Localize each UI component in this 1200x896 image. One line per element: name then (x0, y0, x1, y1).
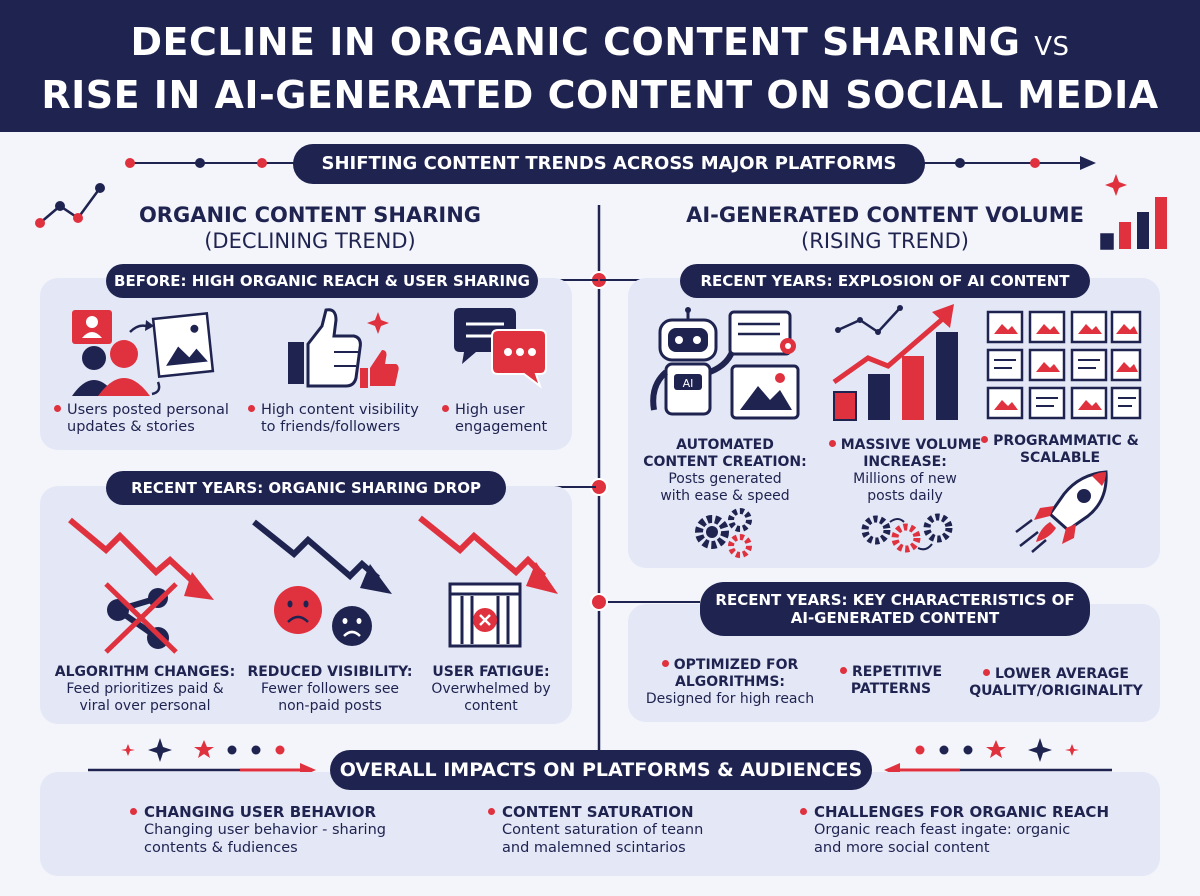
drop-item-2-title: REDUCED VISIBILITY: (247, 664, 413, 680)
characteristics-item-1: OPTIMIZED FOR ALGORITHMS: Designed for h… (640, 657, 820, 708)
explosion-item-1-desc1: Posts generated (668, 471, 782, 487)
gears-icon (695, 508, 752, 558)
right-column-title: AI-GENERATED CONTENT VOLUME (686, 203, 1084, 227)
explosion-item-3-title1: PROGRAMMATIC & (980, 433, 1140, 450)
drop-item-3-desc1: Overwhelmed by (431, 681, 551, 697)
drop-item-1-desc1: Feed prioritizes paid & (66, 681, 224, 697)
drop-item-2-desc2: non-paid posts (278, 698, 382, 714)
explosion-item-2-title1: MASSIVE VOLUME (820, 437, 990, 454)
timeline-dot (195, 158, 205, 168)
impact-item-3-title: CHALLENGES FOR ORGANIC REACH (814, 803, 1109, 821)
characteristics-item-1-desc: Designed for high reach (645, 691, 815, 707)
drop-item-3-desc2: content (464, 698, 518, 714)
trend-line-icon (35, 183, 105, 228)
drop-item-3-title: USER FATIGUE: (432, 664, 550, 680)
impact-item-1-title: CHANGING USER BEHAVIOR (144, 803, 377, 821)
robot-icon: AI (650, 307, 800, 420)
before-item-3-line2: engagement (455, 419, 548, 435)
explosion-item-1-title1: AUTOMATED (676, 437, 774, 453)
left-column-subtitle: (DECLINING TREND) (204, 229, 416, 253)
impact-item-3-desc1: Organic reach feast ingate: organic (814, 822, 1071, 838)
svg-text:AI: AI (683, 377, 694, 390)
drop-item-2-desc1: Fewer followers see (260, 681, 400, 697)
impact-item-2-title: CONTENT SATURATION (502, 803, 694, 821)
timeline-dot (955, 158, 965, 168)
explosion-item-1-title2: CONTENT CREATION: (643, 454, 807, 470)
timeline-dot (125, 158, 135, 168)
explosion-item-1-desc2: with ease & speed (660, 488, 790, 504)
impact-item-3: CHALLENGES FOR ORGANIC REACH Organic rea… (800, 803, 1140, 857)
drop-item-1-title: ALGORITHM CHANGES: (54, 664, 236, 680)
header: DECLINE IN ORGANIC CONTENT SHARING VS RI… (0, 0, 1200, 132)
right-connector (620, 601, 700, 603)
bar-chart-icon (1100, 174, 1167, 250)
timeline-dot (1030, 158, 1040, 168)
characteristics-item-3: LOWER AVERAGE QUALITY/ORIGINALITY (966, 666, 1146, 700)
characteristics-item-2: REPETITIVE PATTERNS (826, 664, 956, 698)
down-trend-arrow-icon (68, 517, 214, 654)
rocket-icon (1015, 470, 1108, 553)
before-item-1-line2: updates & stories (67, 419, 195, 435)
gears-icon (861, 513, 953, 553)
before-label: BEFORE: HIGH ORGANIC REACH & USER SHARIN… (106, 264, 538, 298)
impact-item-2-desc1: Content saturation of teann (502, 822, 704, 838)
impacts-decoration (88, 738, 1112, 777)
impact-item-3-desc2: and more social content (814, 840, 990, 856)
center-divider (580, 205, 620, 755)
impact-item-2-desc2: and malemned scintarios (502, 840, 686, 856)
impact-item-2: CONTENT SATURATION Content saturation of… (488, 803, 788, 857)
title-line-2: RISE IN AI-GENERATED CONTENT ON SOCIAL M… (41, 73, 1159, 117)
characteristics-item-1-title1: OPTIMIZED FOR (673, 657, 799, 673)
explosion-item-2-title1-text: MASSIVE VOLUME (840, 437, 982, 453)
impact-item-1: CHANGING USER BEHAVIOR Changing user beh… (130, 803, 460, 857)
before-item-2: High content visibility to friends/follo… (248, 402, 438, 436)
title-line-1: DECLINE IN ORGANIC CONTENT SHARING VS (0, 18, 1200, 71)
characteristics-label-line1: RECENT YEARS: KEY CHARACTERISTICS OF (715, 591, 1075, 609)
timeline-dot (257, 158, 267, 168)
characteristics-label-line2: AI-GENERATED CONTENT (790, 609, 1000, 627)
impact-item-1-desc1: Changing user behavior - sharing (144, 822, 386, 838)
left-column-title: ORGANIC CONTENT SHARING (138, 203, 482, 227)
before-item-2-line2: to friends/followers (261, 419, 401, 435)
impacts-label: OVERALL IMPACTS ON PLATFORMS & AUDIENCES (330, 750, 872, 790)
explosion-item-3-title2: SCALABLE (1019, 450, 1101, 466)
thumbs-up-icon (288, 308, 399, 388)
explosion-item-2-desc1: Millions of new (853, 471, 957, 487)
explosion-item-2-desc2: posts daily (867, 488, 943, 504)
banner-pill: SHIFTING CONTENT TRENDS ACROSS MAJOR PLA… (293, 144, 925, 184)
timeline-arrowhead (1080, 156, 1096, 170)
characteristics-item-2-title1: REPETITIVE (851, 664, 943, 680)
explosion-item-2-title2: INCREASE: (863, 454, 947, 470)
growth-chart-icon (832, 304, 958, 421)
title-vs: VS (1034, 32, 1070, 62)
crossed-network-icon (104, 582, 178, 654)
characteristics-item-3-title1: LOWER AVERAGE (995, 666, 1129, 682)
before-item-3-line1: High user (455, 402, 525, 418)
before-item-3: High user engagement (442, 402, 562, 436)
chat-icon (454, 308, 547, 389)
characteristics-item-2-title2: PATTERNS (850, 681, 932, 697)
user-share-icon (72, 310, 215, 396)
before-item-1: Users posted personal updates & stories (54, 402, 244, 436)
blocked-feed-icon (418, 515, 558, 648)
drop-item-1-desc2: viral over personal (79, 698, 211, 714)
right-column-subtitle: (RISING TREND) (801, 229, 969, 253)
explosion-item-3-title1-text: PROGRAMMATIC & (993, 433, 1139, 449)
explosion-label: RECENT YEARS: EXPLOSION OF AI CONTENT (680, 264, 1090, 298)
before-item-2-line1: High content visibility (261, 402, 419, 418)
characteristics-item-3-title2: QUALITY/ORIGINALITY (969, 683, 1143, 699)
characteristics-label: RECENT YEARS: KEY CHARACTERISTICS OF AI-… (700, 582, 1090, 636)
title-line-1-main: DECLINE IN ORGANIC CONTENT SHARING (130, 20, 1021, 64)
post-grid-icon (986, 310, 1142, 420)
before-item-1-line1: Users posted personal (67, 402, 229, 418)
sparkle-icon (1105, 174, 1127, 196)
characteristics-item-1-title2: ALGORITHMS: (674, 674, 786, 690)
sad-faces-icon (252, 519, 392, 646)
impact-item-1-desc2: contents & fudiences (144, 840, 298, 856)
drop-label: RECENT YEARS: ORGANIC SHARING DROP (106, 471, 506, 505)
